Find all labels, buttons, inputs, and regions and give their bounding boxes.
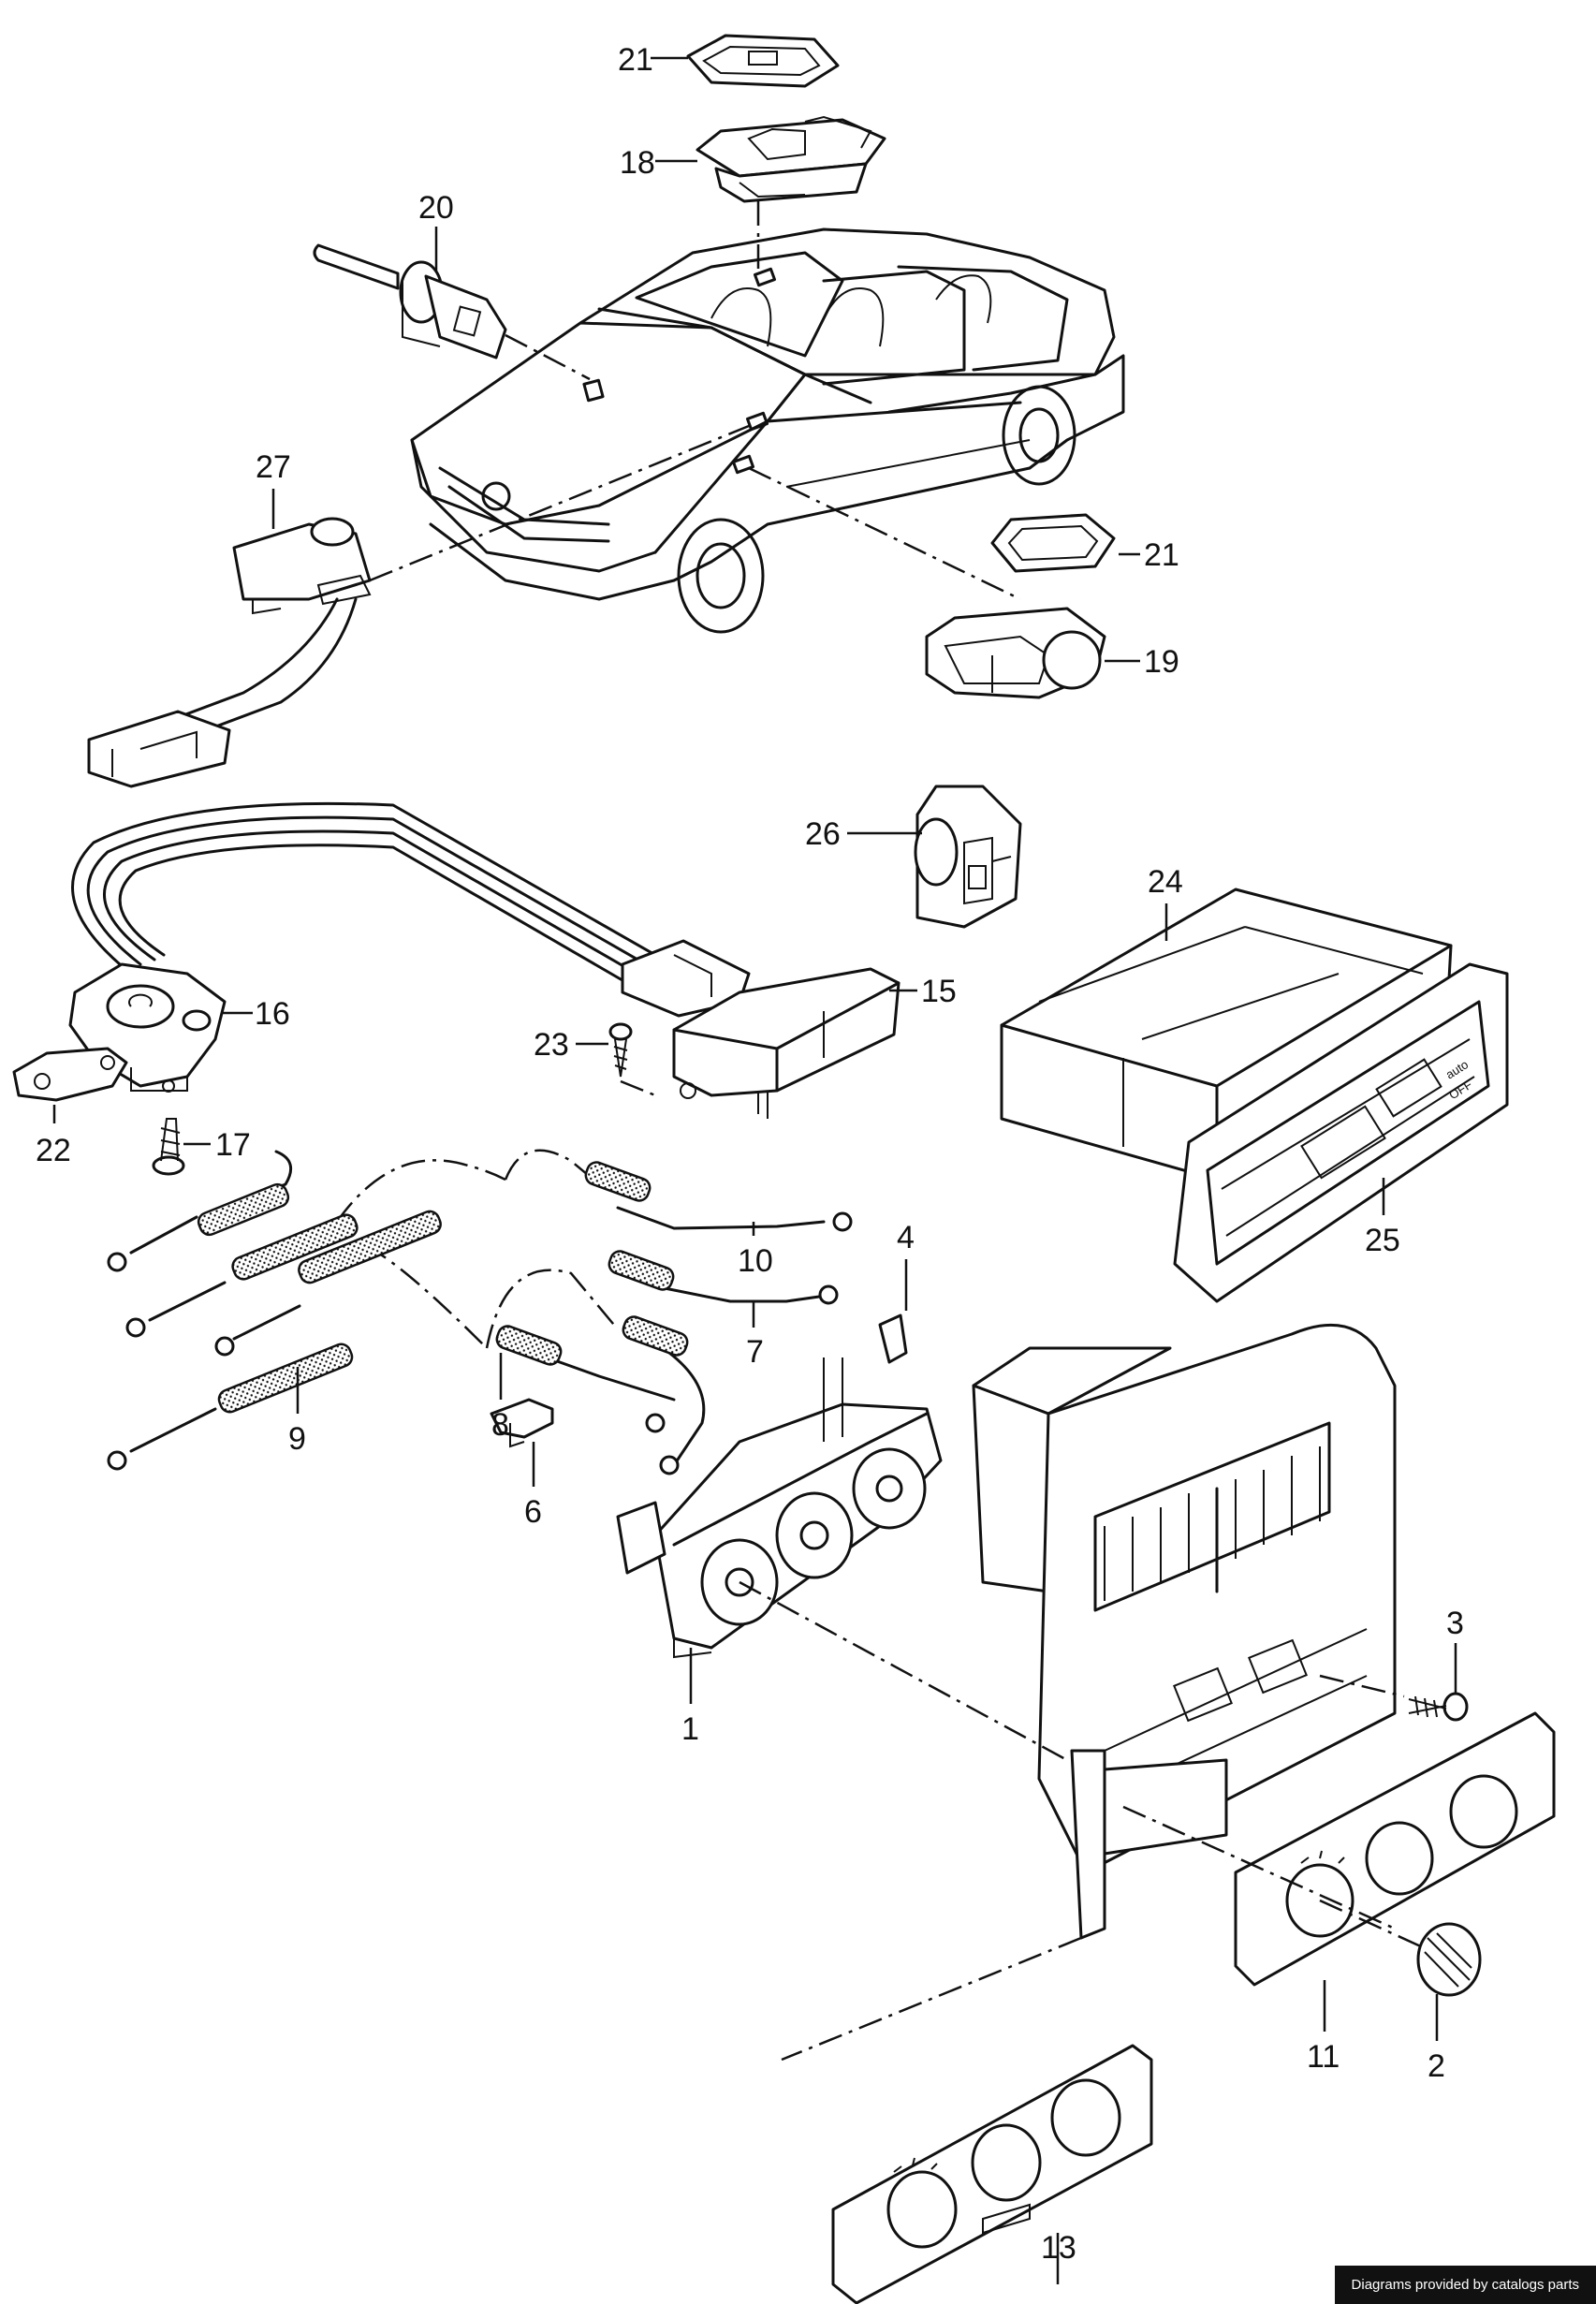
leader-19-car bbox=[748, 466, 1021, 601]
part-6-clip bbox=[490, 1398, 554, 1448]
callout-27: 27 bbox=[256, 449, 291, 485]
part-25-climate-faceplate: auto OFF bbox=[1173, 962, 1509, 1303]
part-15-control-module bbox=[672, 967, 900, 1119]
callout-numbers: 21 18 20 27 21 19 26 24 16 15 23 22 17 2… bbox=[36, 42, 1464, 2266]
part-3-screw bbox=[1408, 1692, 1469, 1722]
leader-20-car bbox=[505, 333, 591, 381]
callout-leaders bbox=[52, 56, 1457, 2284]
part-17-screw bbox=[152, 1118, 185, 1176]
part-26-motor bbox=[914, 785, 1022, 929]
callout-1: 1 bbox=[681, 1711, 699, 1747]
callout-16: 16 bbox=[255, 996, 290, 1032]
callout-2: 2 bbox=[1428, 2048, 1445, 2084]
callout-6: 6 bbox=[524, 1494, 542, 1530]
callout-8: 8 bbox=[491, 1407, 509, 1443]
callout-24: 24 bbox=[1148, 864, 1183, 900]
callout-25: 25 bbox=[1365, 1223, 1400, 1258]
part-2-knob bbox=[1416, 1922, 1482, 1997]
callout-17: 17 bbox=[215, 1127, 251, 1163]
callout-9: 9 bbox=[288, 1421, 306, 1457]
diagram-credit-badge: Diagrams provided by catalogs parts bbox=[1334, 2266, 1596, 2304]
leader-23 bbox=[620, 1079, 656, 1097]
part-21-side-cover bbox=[990, 513, 1116, 573]
callout-23: 23 bbox=[534, 1027, 569, 1063]
callout-11: 11 bbox=[1307, 2039, 1340, 2075]
callout-4: 4 bbox=[897, 1220, 915, 1255]
part-13-fascia-panel bbox=[831, 2044, 1153, 2304]
car-illustration bbox=[410, 227, 1125, 634]
part-27-sensor-with-harness bbox=[87, 517, 372, 788]
leader-11-knob bbox=[1319, 1899, 1424, 1949]
part-21-top-cover bbox=[686, 34, 840, 88]
part-16-servo-with-harness bbox=[68, 801, 751, 1093]
callout-26: 26 bbox=[805, 816, 841, 852]
callout-21-top: 21 bbox=[618, 42, 653, 78]
callout-19: 19 bbox=[1144, 644, 1179, 680]
part-4-clip bbox=[878, 1313, 908, 1364]
leader-housing-13 bbox=[781, 1936, 1082, 2062]
callout-3: 3 bbox=[1446, 1606, 1464, 1641]
callout-22: 22 bbox=[36, 1133, 71, 1168]
leader-27-car bbox=[369, 424, 750, 582]
part-23-screw bbox=[608, 1022, 633, 1078]
callout-20: 20 bbox=[418, 190, 454, 226]
leader-housing-11 bbox=[1122, 1805, 1396, 1930]
leader-1-housing bbox=[739, 1580, 1068, 1762]
part-dash-housing bbox=[972, 1323, 1397, 1940]
callout-18: 18 bbox=[620, 145, 655, 181]
part-1-control-head bbox=[616, 1357, 943, 1659]
part-18-overhead-sensor bbox=[696, 115, 886, 203]
callout-13: 13 bbox=[1041, 2230, 1076, 2266]
callout-10: 10 bbox=[738, 1243, 773, 1279]
callout-7: 7 bbox=[746, 1334, 764, 1370]
callout-15: 15 bbox=[921, 974, 957, 1009]
part-22-bracket bbox=[12, 1047, 128, 1102]
leader-3-housing bbox=[1319, 1674, 1405, 1698]
part-20-temperature-sensor bbox=[313, 243, 507, 360]
callout-21-side: 21 bbox=[1144, 537, 1179, 573]
cables-group bbox=[107, 1149, 853, 1475]
part-11-fascia-panel bbox=[1234, 1711, 1556, 1987]
part-19-sensor-housing bbox=[925, 607, 1106, 699]
